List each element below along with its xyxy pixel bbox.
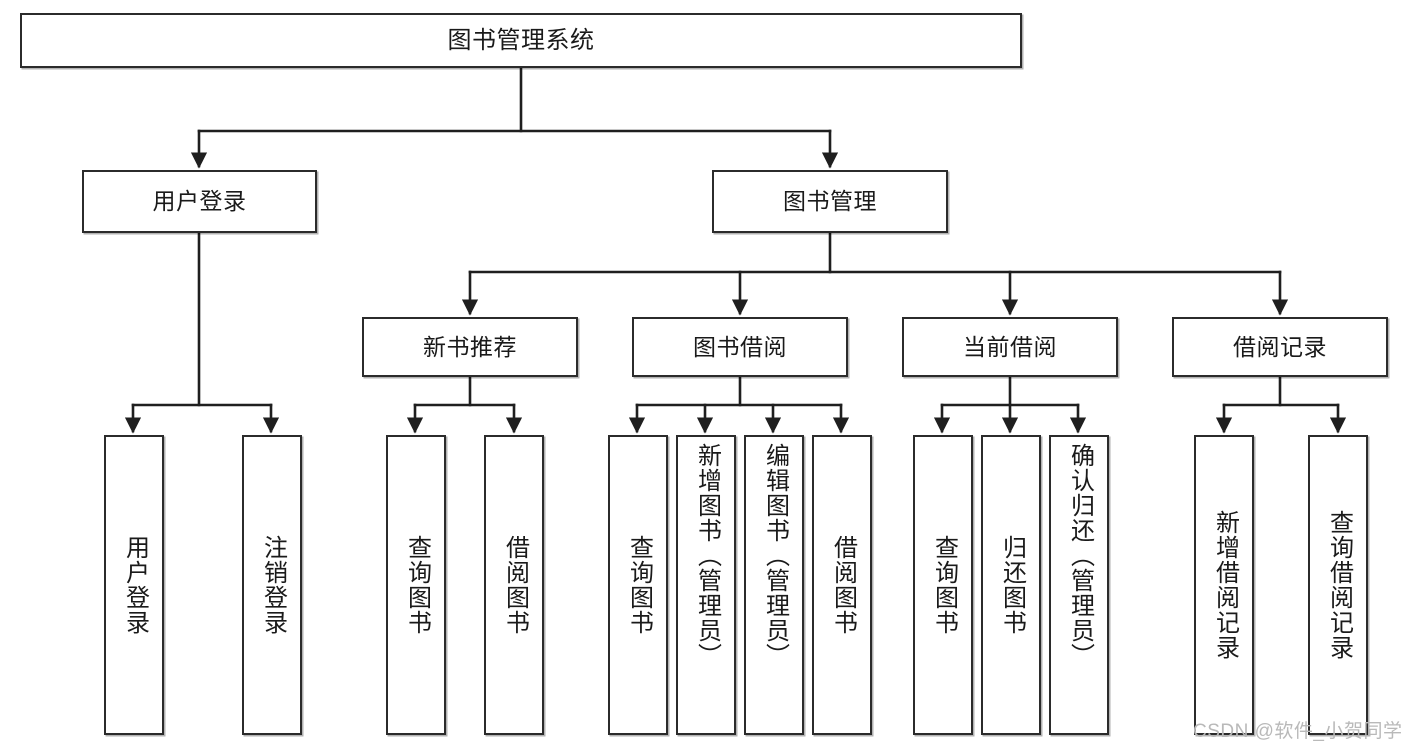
node-book-borrow[interactable]: 图书借阅 xyxy=(632,317,848,377)
leaf-logout-login[interactable]: 注销登录 xyxy=(242,435,302,735)
node-current-borrow[interactable]: 当前借阅 xyxy=(902,317,1118,377)
leaf-return-book[interactable]: 归还图书 xyxy=(981,435,1041,735)
node-label: 图书管理 xyxy=(783,188,877,215)
leaf-query-book-borrow[interactable]: 查询图书 xyxy=(608,435,668,735)
node-label: 借阅图书 xyxy=(829,535,857,635)
leaf-query-book-current[interactable]: 查询图书 xyxy=(913,435,973,735)
node-label: 编辑图书（管理员） xyxy=(761,443,789,668)
csdn-watermark: CSDN @软件_小贺同学 xyxy=(1193,721,1403,742)
node-root-system[interactable]: 图书管理系统 xyxy=(20,13,1022,68)
node-label: 确认归还（管理员） xyxy=(1066,443,1094,668)
node-label: 查询图书 xyxy=(930,535,958,635)
node-label: 新增借阅记录 xyxy=(1211,510,1239,660)
node-label: 查询图书 xyxy=(403,535,431,635)
node-label: 查询图书 xyxy=(625,535,653,635)
node-label: 当前借阅 xyxy=(963,333,1057,360)
node-label: 用户登录 xyxy=(121,535,149,635)
leaf-add-borrow-record[interactable]: 新增借阅记录 xyxy=(1194,435,1254,735)
node-label: 注销登录 xyxy=(259,535,287,635)
node-label: 图书管理系统 xyxy=(447,26,595,54)
leaf-user-login[interactable]: 用户登录 xyxy=(104,435,164,735)
node-label: 新书推荐 xyxy=(423,333,517,360)
node-new-book-recommend[interactable]: 新书推荐 xyxy=(362,317,578,377)
node-label: 用户登录 xyxy=(152,188,247,215)
node-label: 借阅图书 xyxy=(501,535,529,635)
leaf-add-book[interactable]: 新增图书（管理员） xyxy=(676,435,736,735)
leaf-query-borrow-record[interactable]: 查询借阅记录 xyxy=(1308,435,1368,735)
node-label: 新增图书（管理员） xyxy=(693,443,721,668)
node-label: 借阅记录 xyxy=(1233,333,1327,360)
leaf-borrow-book[interactable]: 借阅图书 xyxy=(812,435,872,735)
leaf-confirm-return[interactable]: 确认归还（管理员） xyxy=(1049,435,1109,735)
node-user-login[interactable]: 用户登录 xyxy=(82,170,317,233)
leaf-edit-book[interactable]: 编辑图书（管理员） xyxy=(744,435,804,735)
node-label: 图书借阅 xyxy=(693,333,787,360)
leaf-query-book-recommend[interactable]: 查询图书 xyxy=(386,435,446,735)
node-borrow-record[interactable]: 借阅记录 xyxy=(1172,317,1388,377)
node-book-management[interactable]: 图书管理 xyxy=(712,170,948,233)
node-label: 归还图书 xyxy=(998,535,1026,635)
node-label: 查询借阅记录 xyxy=(1325,510,1353,660)
leaf-borrow-book-recommend[interactable]: 借阅图书 xyxy=(484,435,544,735)
